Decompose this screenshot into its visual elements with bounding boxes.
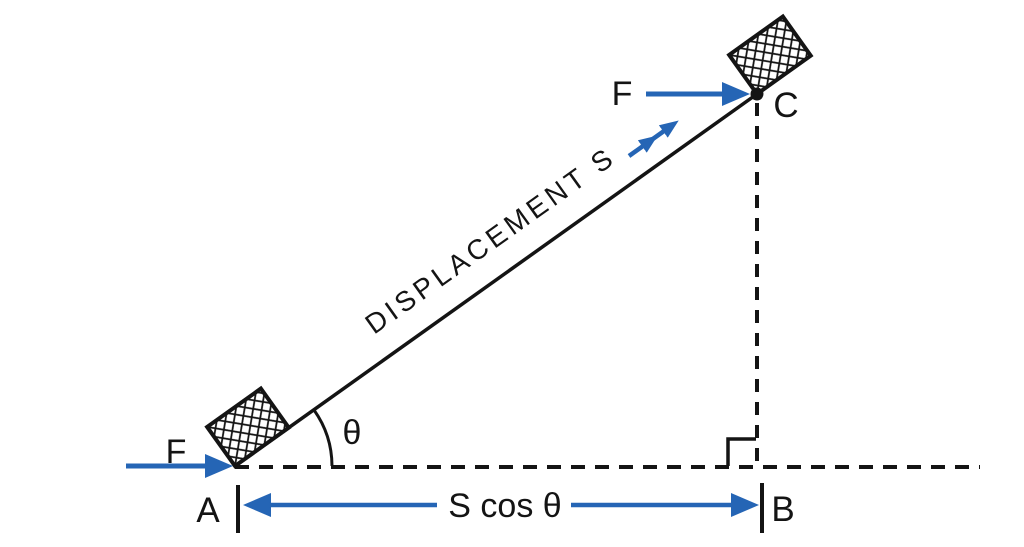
- point-b-label: B: [771, 490, 794, 529]
- dimension-arrow-left-head-icon: [243, 493, 271, 517]
- displacement-direction-arrow-icon: [627, 120, 679, 158]
- incline-line: [233, 92, 759, 468]
- force-arrow-a-head-icon: [205, 454, 233, 478]
- block-a-body: [204, 385, 292, 469]
- right-angle-mark: [726, 437, 756, 466]
- force-label-c: F: [612, 75, 633, 113]
- theta-arc: [312, 409, 334, 467]
- point-c-dot: [750, 87, 764, 101]
- point-a-label: A: [196, 491, 220, 530]
- theta-label: θ: [343, 414, 362, 452]
- block-at-a: [204, 385, 292, 469]
- block-c-body: [726, 13, 814, 97]
- force-arrow-c-head-icon: [722, 82, 750, 106]
- dimension-arrow-right-head-icon: [731, 493, 759, 517]
- base-dimension-label: S cos θ: [448, 487, 561, 525]
- block-at-c: [726, 13, 814, 97]
- force-label-a: F: [166, 433, 187, 471]
- point-c-label: C: [773, 86, 798, 125]
